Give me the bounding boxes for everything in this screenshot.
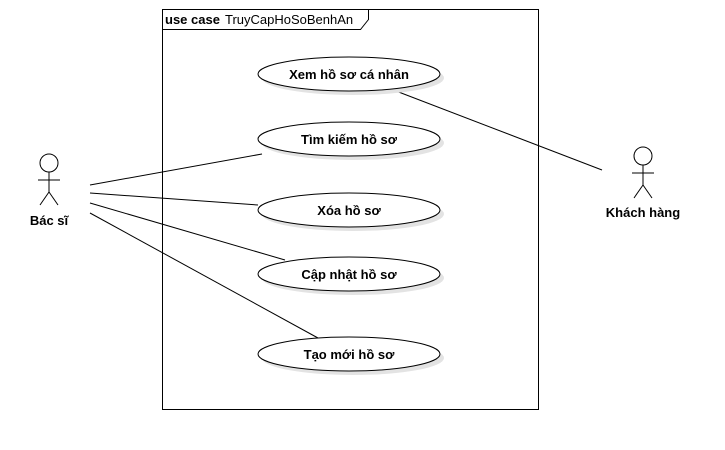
- use-case-ellipse: [257, 336, 441, 372]
- actor-leg-right: [642, 184, 653, 199]
- association-doctor-create: [89, 212, 319, 339]
- use-case-label: Tìm kiếm hồ sơ: [301, 132, 398, 147]
- actor-customer[interactable]: Khách hàng: [606, 146, 680, 220]
- actor-leg-left: [633, 184, 644, 199]
- actor-leg-left: [39, 191, 50, 206]
- use-case-search[interactable]: Tìm kiếm hồ sơ: [257, 121, 444, 160]
- association-customer-view: [395, 90, 603, 171]
- use-case-ellipse: [257, 56, 441, 92]
- association-doctor-search: [89, 153, 263, 186]
- association-doctor-update: [89, 202, 286, 261]
- use-case-label: Cập nhật hồ sơ: [301, 267, 397, 282]
- use-case-label: Xóa hồ sơ: [317, 203, 381, 218]
- actor-doctor[interactable]: Bác sĩ: [30, 153, 70, 228]
- use-case-delete[interactable]: Xóa hồ sơ: [257, 192, 444, 231]
- use-case-label: Xem hồ sơ cá nhân: [289, 67, 409, 82]
- use-case-update[interactable]: Cập nhật hồ sơ: [257, 256, 444, 295]
- use-case-ellipse: [257, 256, 441, 292]
- use-case-create[interactable]: Tạo mới hồ sơ: [257, 336, 444, 375]
- actor-head: [39, 153, 59, 173]
- associations: [89, 90, 603, 339]
- frame-name: TruyCapHoSoBenhAn: [225, 12, 353, 27]
- actor-label: Bác sĩ: [30, 213, 70, 228]
- use-case-view[interactable]: Xem hồ sơ cá nhân: [257, 56, 444, 95]
- association-doctor-delete: [89, 192, 259, 206]
- actor-label: Khách hàng: [606, 205, 680, 220]
- use-case-label: Tạo mới hồ sơ: [304, 347, 395, 362]
- system-frame: use case TruyCapHoSoBenhAn: [162, 9, 539, 410]
- use-case-ellipse: [257, 121, 441, 157]
- actor-head: [633, 146, 653, 166]
- actor-leg-right: [48, 191, 59, 206]
- use-case-ellipse: [257, 192, 441, 228]
- frame-keyword: use case: [165, 12, 220, 27]
